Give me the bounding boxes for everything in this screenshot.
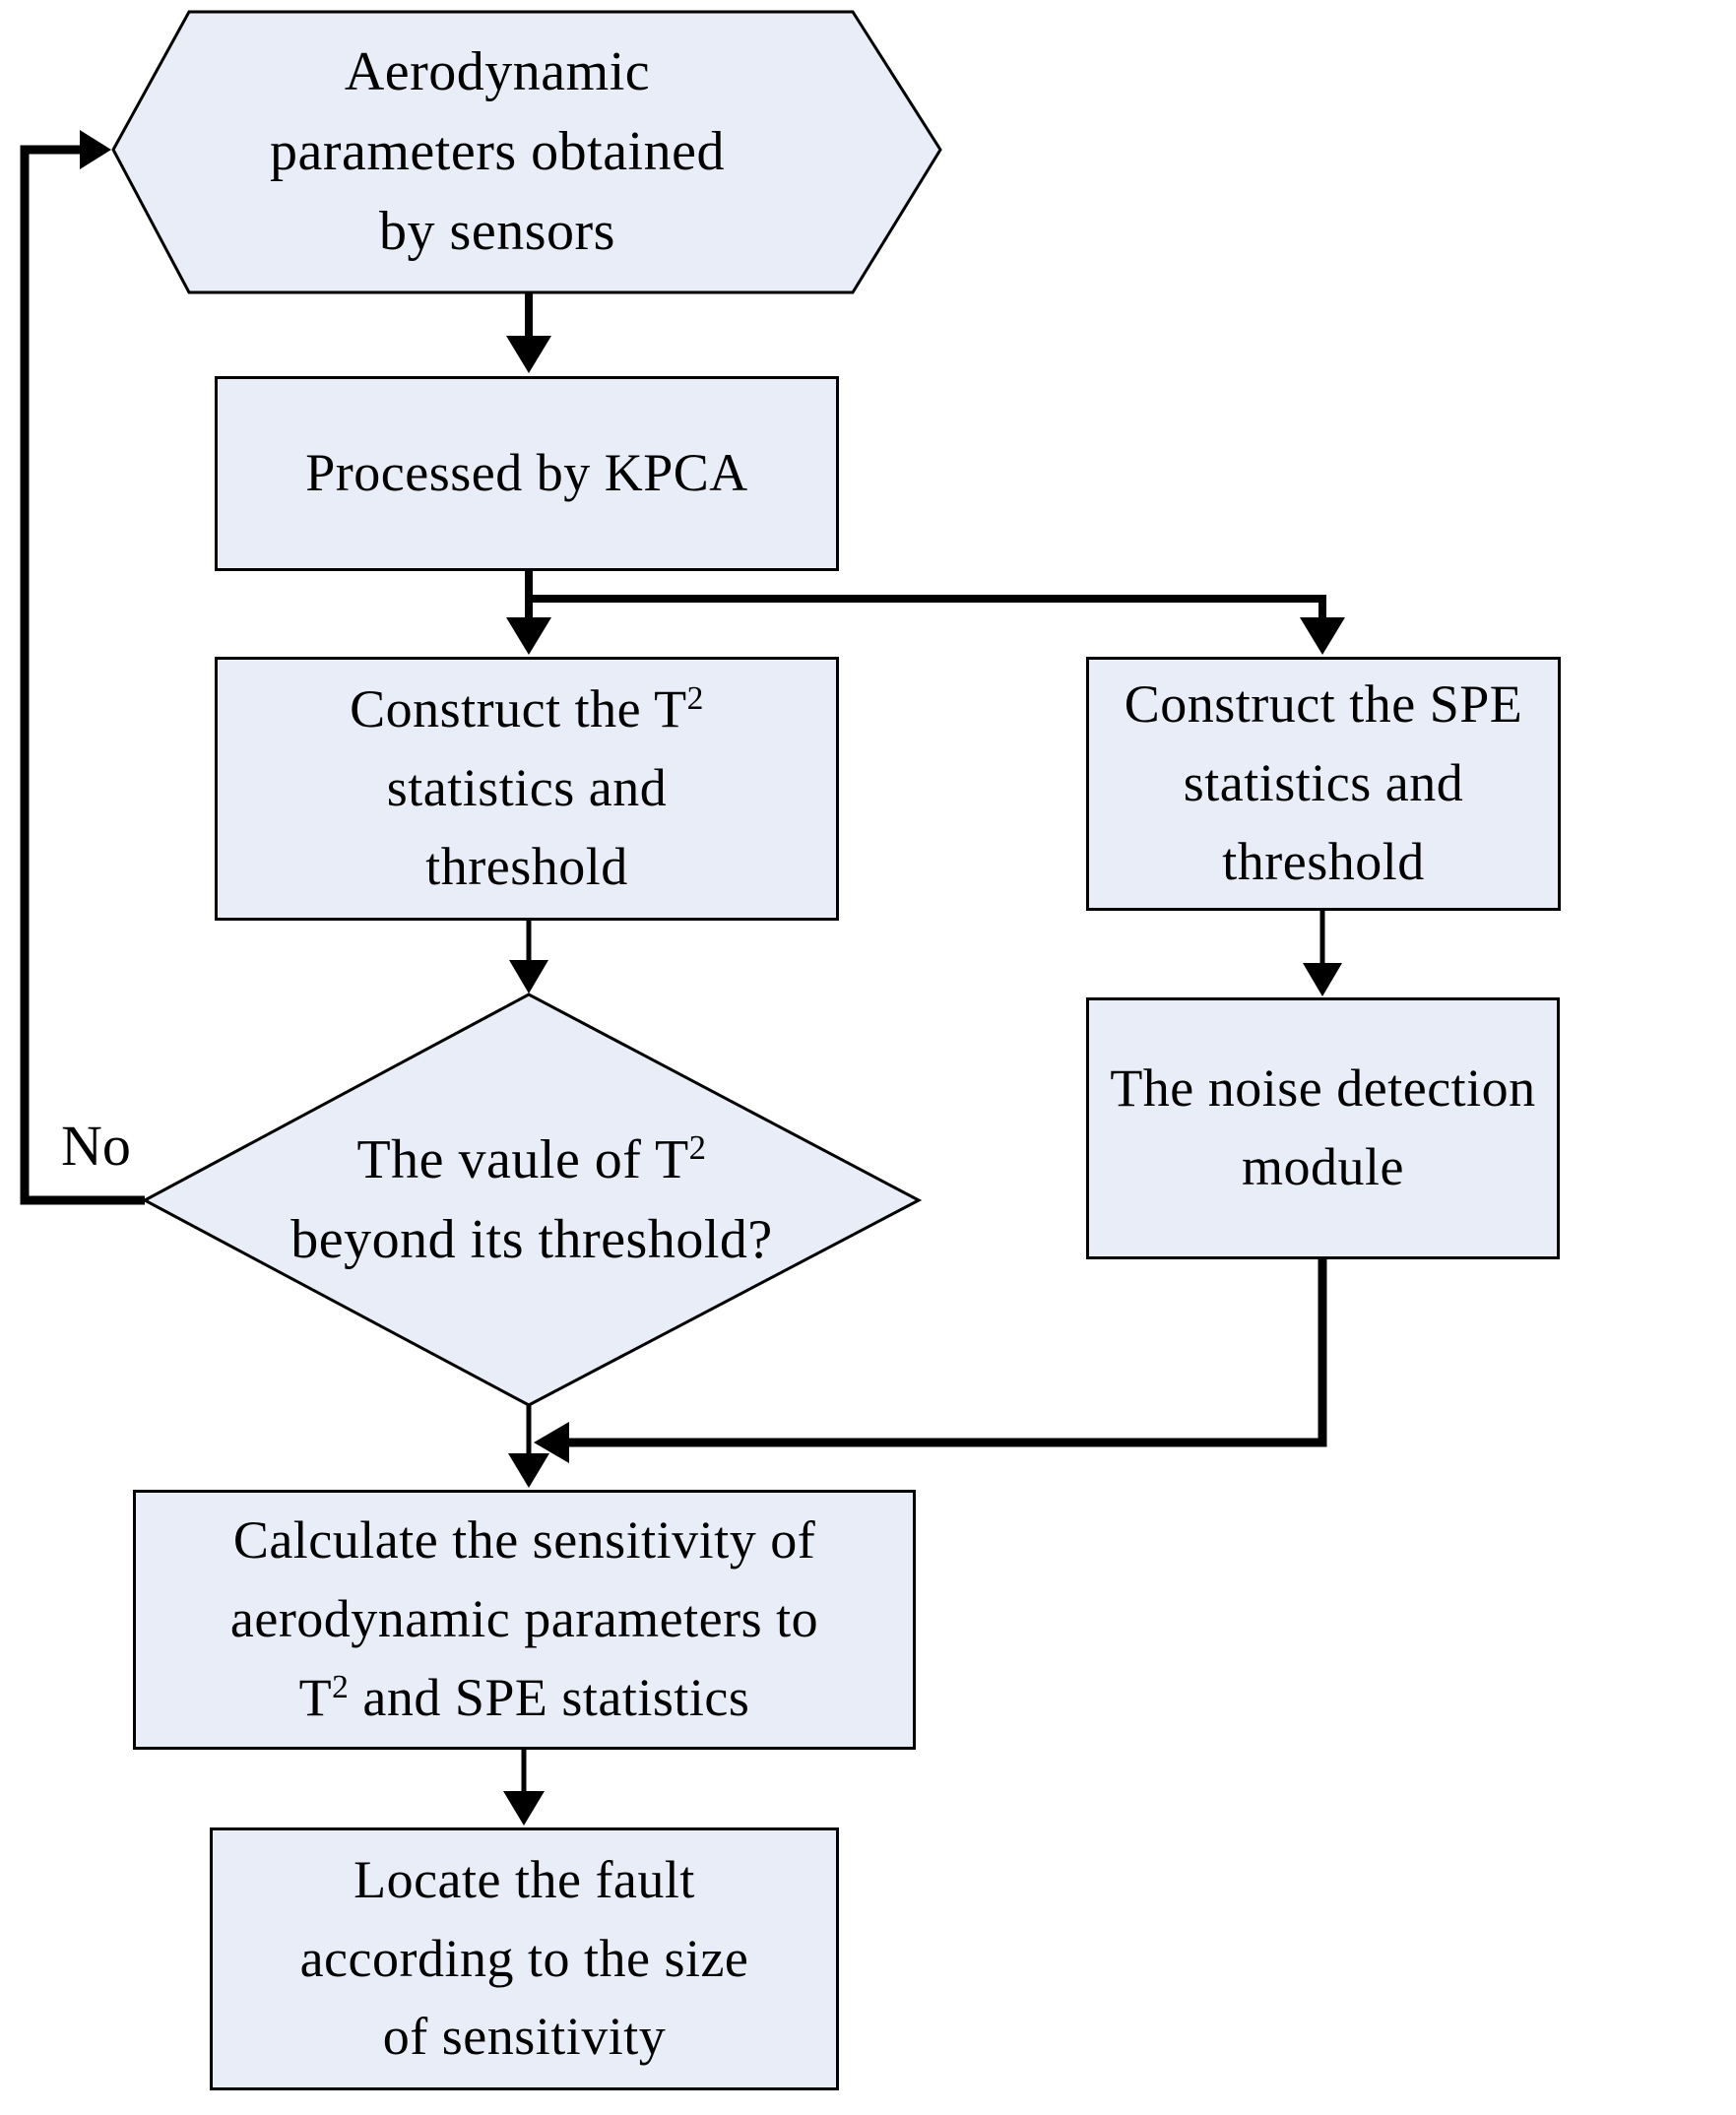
node-calculate: Calculate the sensitivity of aerodynamic… <box>133 1490 916 1750</box>
node-locate-line: Locate the fault <box>354 1849 695 1909</box>
t2-superscript: 2 <box>686 679 704 717</box>
node-kpca-line: Processed by KPCA <box>305 443 748 503</box>
node-calculate-line3: T2 and SPE statistics <box>298 1667 750 1727</box>
node-noise-line: The noise detection <box>1110 1058 1536 1119</box>
decision-diamond-shape <box>141 993 923 1407</box>
node-t2: Construct the T2 statistics and threshol… <box>215 657 839 921</box>
node-locate-line: of sensitivity <box>382 2007 667 2067</box>
node-noise: The noise detection module <box>1086 997 1560 1259</box>
sensors-hexagon-shape <box>111 10 942 294</box>
arrow-kpca-to-t2 <box>506 571 551 655</box>
label-no: No <box>61 1114 131 1178</box>
node-calculate-line1: Calculate the sensitivity of <box>232 1510 816 1570</box>
node-t2-line1: Construct the T2 <box>350 679 704 739</box>
arrow-decision-to-calculate <box>508 1405 549 1488</box>
node-t2-line2: statistics and <box>386 758 668 818</box>
node-spe: Construct the SPE statistics and thresho… <box>1086 657 1561 911</box>
node-t2-line3: threshold <box>425 836 628 896</box>
node-spe-line: threshold <box>1222 831 1425 891</box>
arrow-noise-to-merge <box>534 1259 1327 1463</box>
loop-no-arrow <box>20 130 145 1205</box>
arrow-t2-to-decision <box>509 921 548 993</box>
node-calculate-line2: aerodynamic parameters to <box>229 1589 819 1649</box>
arrow-spe-to-noise <box>1303 911 1342 996</box>
node-spe-line: Construct the SPE <box>1124 674 1523 735</box>
arrow-sensors-to-kpca <box>506 293 551 373</box>
node-locate-line: according to the size <box>299 1928 749 1988</box>
node-locate: Locate the fault according to the size o… <box>210 1827 839 2090</box>
arrow-calculate-to-locate <box>503 1750 545 1826</box>
calculate-superscript: 2 <box>332 1668 350 1705</box>
node-noise-line: module <box>1242 1137 1404 1196</box>
node-kpca: Processed by KPCA <box>215 376 839 571</box>
arrow-kpca-to-spe <box>529 595 1345 655</box>
node-spe-line: statistics and <box>1183 753 1464 813</box>
